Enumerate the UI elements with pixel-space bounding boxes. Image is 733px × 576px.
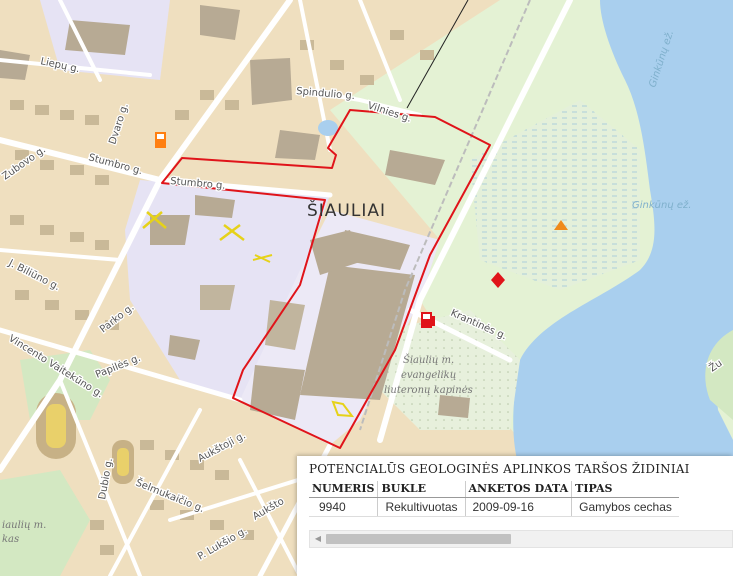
lake-ginkunu (513, 0, 733, 576)
park-label-line-1: iaulių m. (2, 520, 46, 531)
column-header-numeris: NUMERIS (309, 481, 378, 498)
pond (318, 120, 338, 136)
building-north-2 (250, 58, 292, 105)
stadium-field (46, 404, 66, 448)
building-north-1 (200, 5, 240, 40)
site-marker-icon[interactable] (331, 400, 355, 418)
street-label-stumbro-east: Stumbro g. (170, 176, 226, 192)
shore-park (705, 330, 733, 420)
cemetery-label-line-3: liuteronų kapinės (384, 385, 473, 396)
pointer-line (406, 0, 469, 109)
building-factory-south (250, 365, 305, 420)
popup-title: POTENCIALŪS GEOLOGINĖS APLINKOS TARŠOS Ž… (309, 462, 690, 476)
cell-anketos-data: 2009-09-16 (464, 497, 572, 517)
building-green-zone (385, 150, 445, 185)
building-west-2 (195, 195, 235, 218)
building-north-3 (275, 130, 320, 160)
building-north-5 (0, 50, 30, 80)
city-label: ŠIAULIAI (307, 199, 386, 221)
mine-symbol-icon[interactable] (142, 211, 245, 241)
scroll-thumb[interactable] (326, 534, 511, 544)
park-label-line-2: kas (2, 534, 19, 545)
cell-tipas: Gamybos cechas (571, 497, 679, 517)
house-blocks (10, 30, 434, 555)
feature-attribute-table: NUMERIS BUKLE ANKETOS DATA TIPAS 9940 Re… (309, 481, 679, 517)
cemetery-label-line-1: Šiaulių m. (403, 354, 454, 366)
hazard-triangle-icon[interactable] (554, 220, 568, 230)
railway-line (359, 0, 531, 431)
road-network (0, 0, 573, 576)
horizontal-scrollbar[interactable]: ◀ (309, 530, 733, 548)
cell-numeris: 9940 (309, 497, 378, 517)
lake-label: Ginkūnų ež. (632, 199, 691, 211)
pollution-site-icon[interactable] (491, 272, 505, 288)
column-header-anketos-data: ANKETOS DATA (464, 481, 572, 498)
table-header-row: NUMERIS BUKLE ANKETOS DATA TIPAS (309, 481, 679, 498)
cemetery-area (380, 310, 520, 430)
table-row: 9940 Rekultivuotas 2009-09-16 Gamybos ce… (309, 497, 679, 517)
street-label-spindulio: Spindulio g. (296, 86, 356, 102)
cell-bukle: Rekultivuotas (377, 497, 465, 517)
column-header-bukle: BUKLE (377, 481, 465, 498)
building-factory-ne (340, 230, 410, 270)
marsh-area (470, 100, 640, 290)
small-field (117, 448, 129, 476)
fuel-station-icon-red[interactable] (421, 312, 435, 328)
fuel-station-icon[interactable] (155, 132, 166, 148)
scroll-left-arrow-icon[interactable]: ◀ (314, 534, 322, 543)
building-cemetery (438, 395, 470, 418)
column-header-tipas: TIPAS (571, 481, 679, 498)
park-area (0, 470, 90, 576)
cemetery-label-line-2: evangelikų (401, 370, 456, 381)
building-annex (265, 300, 305, 350)
mine-symbol-icon-small[interactable] (252, 254, 273, 263)
selected-site-boundary[interactable] (161, 109, 491, 449)
building-west-3 (200, 285, 235, 310)
feature-info-popup[interactable]: POTENCIALŪS GEOLOGINĖS APLINKOS TARŠOS Ž… (297, 456, 733, 576)
building-west-4 (168, 335, 200, 360)
